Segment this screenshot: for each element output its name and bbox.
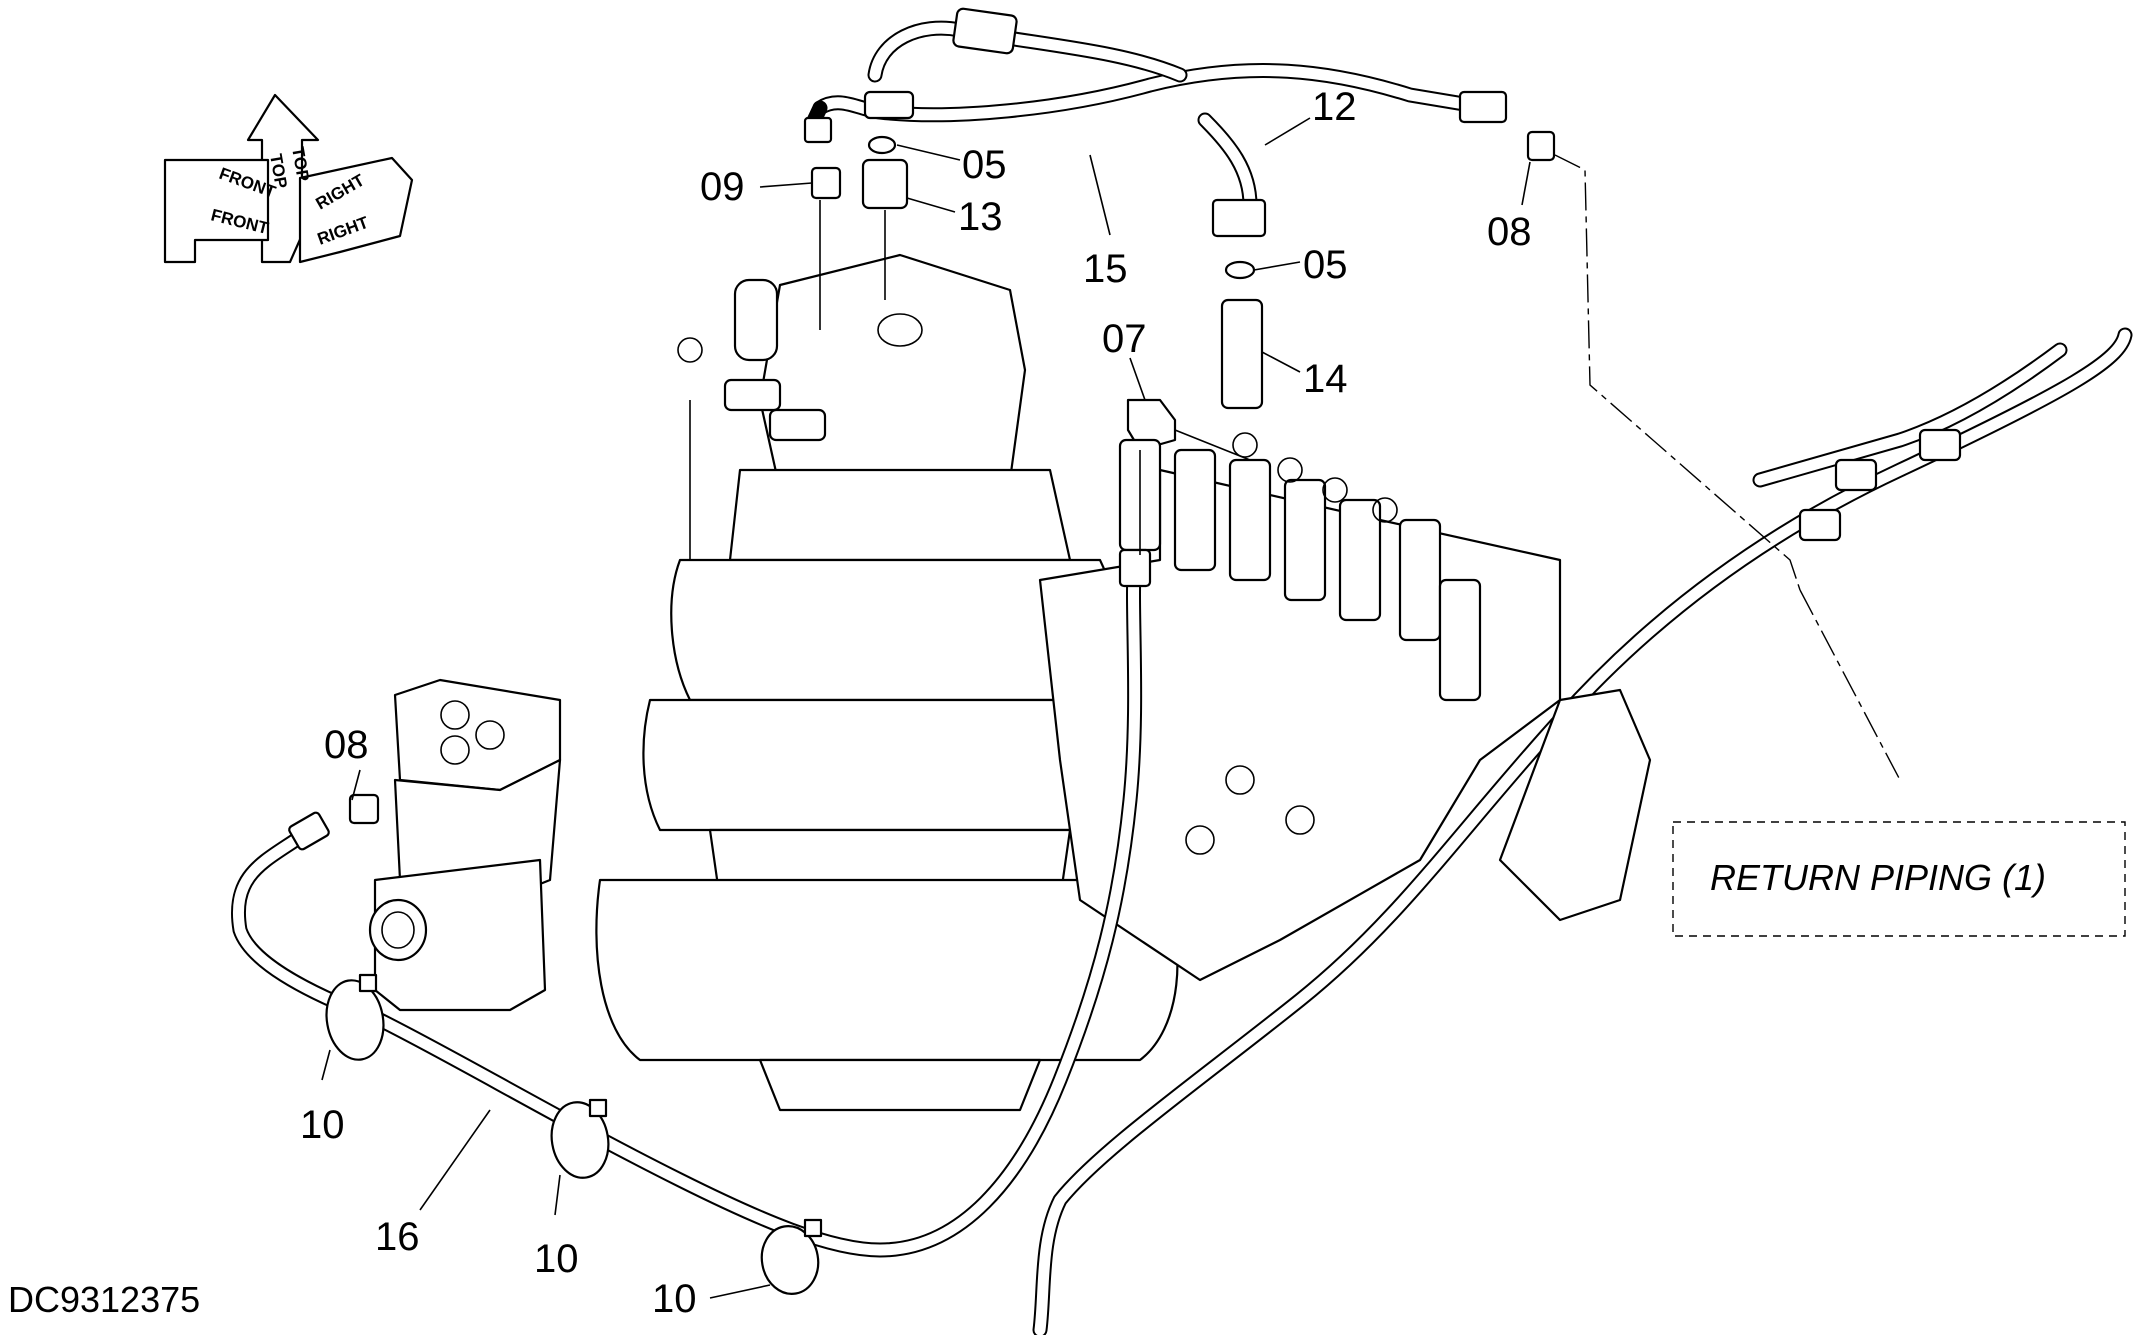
callout-14: 14 [1303,357,1348,401]
o-ring-05-upper [867,135,897,155]
leader-lines [321,117,1531,1299]
callout-07: 07 [1102,317,1147,361]
hose-end-fitting-right [1458,90,1508,124]
o-ring-05-lower [1224,260,1256,280]
clamp-10-a [325,979,385,1061]
orientation-arrow-symbol: FRONT FRONT TOP TOP RIGHT RIGHT [163,93,414,264]
elbow-fitting-07 [1126,398,1177,452]
callout-15: 15 [1083,247,1128,291]
drawing-number: DC9312375 [8,1279,200,1320]
swing-motor-assembly [595,253,1179,1112]
adapter-14 [1220,298,1264,410]
hose-sleeve [952,7,1018,55]
hose-end-fitting-left [803,116,833,144]
callout-08-upper: 08 [1487,210,1532,254]
control-valve-assembly [1038,432,1562,982]
reference-box-frame [1672,821,2126,937]
callout-05-lower: 05 [1303,243,1348,287]
callout-10-a: 10 [300,1103,345,1147]
callout-05-upper: 05 [962,143,1007,187]
phantom-lines [819,154,1901,781]
reference-box-return-piping: RETURN PIPING (1) [1672,821,2126,937]
fitting-08-upper [1526,130,1556,162]
top-fittings [810,130,1556,452]
adapter-13 [861,158,909,210]
clamp-10-a-tab [358,973,378,993]
clamp-10-b-tab [588,1098,608,1118]
return-pipe-frame [1032,327,2133,1335]
callout-labels: 12 05 09 13 15 05 08 07 14 08 10 16 10 1… [300,85,1532,1321]
drain-hose-16 [231,548,1152,1295]
reference-box-label: RETURN PIPING (1) [1710,857,2046,898]
swivel-joint [348,678,562,1012]
callout-12: 12 [1312,85,1357,129]
callout-09: 09 [700,165,745,209]
callout-16: 16 [375,1215,420,1259]
elbow-hose-nut [1211,198,1267,238]
fitting-09 [810,166,842,200]
callout-10-c: 10 [652,1277,697,1321]
fitting-08-lower [348,793,380,825]
upper-return-hose [803,7,1508,238]
callout-10-b: 10 [534,1237,579,1281]
callout-13: 13 [958,195,1003,239]
clamp-10-c-tab [803,1218,823,1238]
clamp-10-c [760,1225,820,1295]
hose-fitting-upper-left [863,90,915,120]
callout-08-lower: 08 [324,723,369,767]
clamp-10-b [550,1101,610,1179]
